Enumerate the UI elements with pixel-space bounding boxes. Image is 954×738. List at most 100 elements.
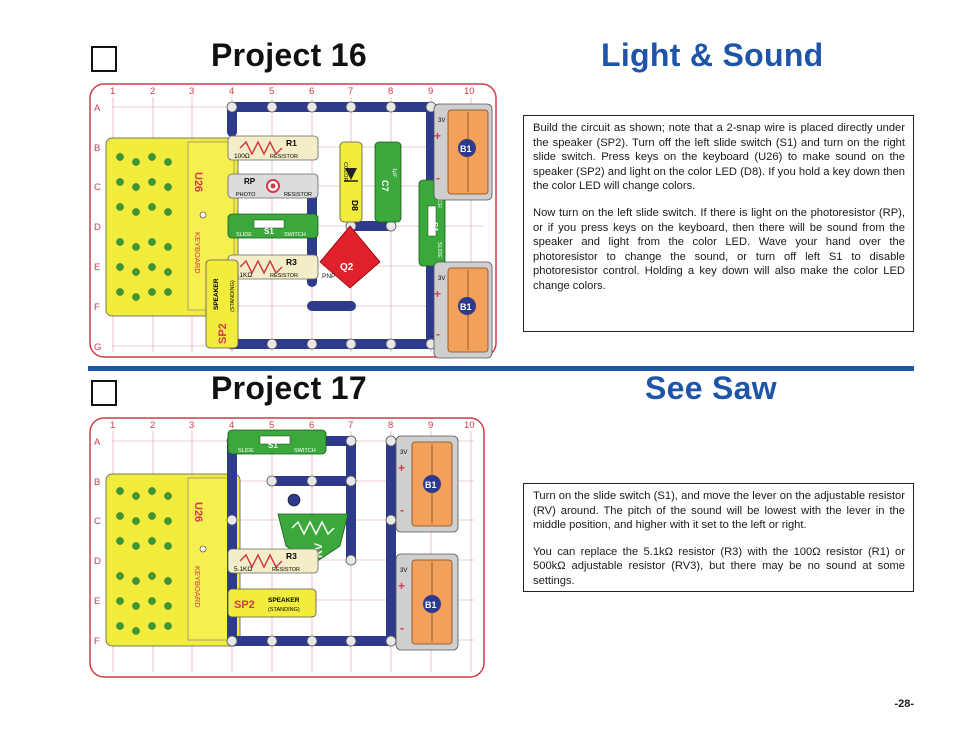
project-17-title: Project 17	[211, 370, 367, 406]
row-label: E	[94, 262, 100, 273]
sp2-word-2: (STANDING)	[268, 607, 300, 613]
row-labels: A B C D E F	[94, 437, 101, 647]
q2-word: PNP	[322, 273, 335, 280]
b1-id: B1	[460, 144, 472, 154]
r3-value: 5.1KΩ	[234, 272, 252, 279]
b1-id: B1	[425, 600, 437, 610]
b1-voltage: 3V	[400, 568, 407, 574]
project-17-checkbox[interactable]	[91, 380, 117, 406]
color-led-d8: COLOR D8	[339, 141, 363, 223]
slide-switch-s1: S1 SLIDE SWITCH	[227, 429, 327, 455]
s1-id: S1	[268, 441, 278, 450]
column-labels: 1 2 3 4 5 6 7 8 9 10	[110, 420, 475, 431]
svg-text:+: +	[434, 287, 441, 301]
col-label: 8	[388, 86, 393, 97]
speaker-sp2: SP2 SPEAKER (STANDING)	[227, 588, 317, 618]
row-labels: A B C D E F G	[94, 103, 101, 353]
speaker-sp2: SP2 SPEAKER (STANDING)	[205, 259, 239, 349]
photoresistor-rp: RP PHOTO RESISTOR	[227, 173, 319, 199]
row-label: B	[94, 143, 100, 154]
col-label: 3	[189, 86, 194, 97]
col-label: 4	[229, 86, 234, 97]
sp2-id: SP2	[234, 599, 255, 611]
row-label: F	[94, 636, 100, 647]
battery-b1-bottom: 3V B1 + -	[433, 261, 493, 359]
col-label: 2	[150, 420, 155, 431]
keyboard-u26: U26 KEYBOARD	[105, 473, 241, 647]
s1-word-2: SWITCH	[294, 448, 316, 454]
s1-id: S1	[264, 227, 274, 236]
s1b-id: S1	[430, 222, 439, 232]
c7-id: C7	[380, 180, 390, 192]
keyboard-label: KEYBOARD	[193, 232, 202, 274]
capacitor-c7: C7 1μF	[374, 141, 402, 223]
project-16-description: Build the circuit as shown; note that a …	[523, 115, 914, 332]
row-label: F	[94, 302, 100, 313]
r3-id: R3	[286, 257, 297, 267]
col-label: 1	[110, 420, 115, 431]
svg-text:-: -	[436, 327, 440, 341]
project-17-paragraph-2: You can replace the 5.1kΩ resistor (R3) …	[533, 545, 905, 587]
project-16-circuit-diagram: 1 2 3 4 5 6 7 8 9 10 A B C D E F G U26 K…	[89, 83, 497, 359]
q2-id: Q2	[340, 262, 354, 273]
page-number: -28-	[894, 698, 914, 710]
row-label: B	[94, 477, 100, 488]
resistor-r3: R3 5.1KΩ RESISTOR	[227, 254, 319, 280]
svg-text:+: +	[398, 461, 405, 475]
col-label: 1	[110, 86, 115, 97]
col-label: 9	[428, 420, 433, 431]
keyboard-id: U26	[192, 172, 204, 192]
rp-word-1: PHOTO	[236, 192, 256, 198]
b1-voltage: 3V	[400, 450, 407, 456]
s1b-word-1: SLIDE	[436, 242, 442, 258]
sp2-word-2: (STANDING)	[230, 280, 236, 312]
sp2-word-1: SPEAKER	[213, 278, 220, 310]
col-label: 7	[348, 420, 353, 431]
col-label: 10	[464, 86, 475, 97]
project-17-description: Turn on the slide switch (S1), and move …	[523, 483, 914, 592]
col-label: 9	[428, 86, 433, 97]
b1-voltage: 3V	[438, 276, 445, 282]
project-16-paragraph-2: Now turn on the left slide switch. If th…	[533, 206, 905, 292]
col-label: 6	[309, 420, 314, 431]
rp-id: RP	[244, 177, 256, 186]
col-label: 7	[348, 86, 353, 97]
b1-id: B1	[425, 480, 437, 490]
row-label: D	[94, 556, 101, 567]
section-divider	[88, 366, 914, 371]
r3-id: R3	[286, 551, 297, 561]
r3-word: RESISTOR	[272, 567, 300, 573]
d8-id: D8	[350, 200, 360, 211]
svg-text:-: -	[436, 171, 440, 185]
transistor-q2: Q2 PNP	[319, 225, 381, 289]
project-17-subtitle: See Saw	[645, 370, 777, 406]
s1-word-2: SWITCH	[284, 232, 306, 238]
battery-b1-top: 3V B1 + -	[433, 103, 493, 201]
b1-voltage: 3V	[438, 118, 445, 124]
row-label: C	[94, 516, 101, 527]
row-label: A	[94, 437, 101, 448]
battery-b1-top: 3V B1 + -	[395, 435, 459, 533]
r3-word: RESISTOR	[270, 273, 298, 279]
keyboard-id: U26	[192, 502, 204, 522]
project-17-circuit-diagram: 1 2 3 4 5 6 7 8 9 10 A B C D E F U26 KEY…	[89, 417, 485, 678]
col-label: 3	[189, 420, 194, 431]
r3-value: 5.1KΩ	[234, 566, 252, 573]
r1-id: R1	[286, 138, 297, 148]
project-16-paragraph-1: Build the circuit as shown; note that a …	[533, 122, 905, 193]
col-label: 6	[309, 86, 314, 97]
row-label: C	[94, 182, 101, 193]
project-16-checkbox[interactable]	[91, 46, 117, 72]
resistor-r3: R3 5.1KΩ RESISTOR	[227, 548, 319, 574]
r1-value: 100Ω	[234, 153, 250, 160]
col-label: 8	[388, 420, 393, 431]
slide-switch-s1-left: S1 SLIDE SWITCH	[227, 213, 319, 239]
row-label: A	[94, 103, 101, 114]
b1-id: B1	[460, 302, 472, 312]
project-16-title: Project 16	[211, 37, 367, 73]
col-label: 4	[229, 420, 234, 431]
c7-value: 1μF	[391, 168, 397, 178]
column-labels: 1 2 3 4 5 6 7 8 9 10	[110, 86, 475, 97]
svg-text:-: -	[400, 621, 404, 635]
row-label: E	[94, 596, 100, 607]
